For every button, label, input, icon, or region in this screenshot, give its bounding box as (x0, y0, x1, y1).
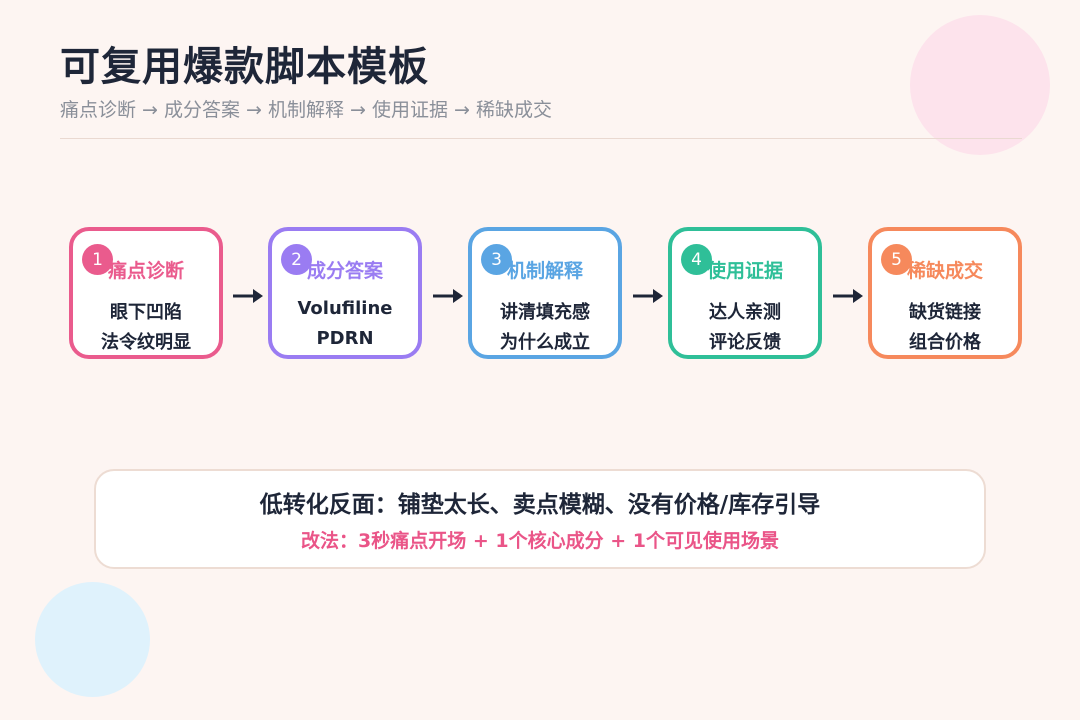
flow-arrow-icon (433, 289, 463, 303)
step-title: 稀缺成交 (906, 260, 983, 282)
page-title: 可复用爆款脚本模板 (60, 44, 429, 90)
step-detail-line-1: 眼下凹陷 (110, 302, 182, 323)
header-divider (60, 138, 1022, 139)
step-number-badge: 4 (681, 244, 712, 275)
step-title: 使用证据 (706, 260, 783, 282)
decorative-circle-blue (35, 582, 150, 697)
step-detail-line-2: 为什么成立 (500, 332, 590, 353)
step-number-badge: 1 (82, 244, 113, 275)
step-number-badge: 5 (881, 244, 912, 275)
step-card-usage-evidence: 4 使用证据 达人亲测 评论反馈 (668, 227, 822, 359)
step-detail-line-2: 法令纹明显 (101, 332, 191, 353)
step-detail-line-1: Volufiline (297, 298, 393, 319)
step-detail-line-1: 达人亲测 (709, 302, 781, 323)
step-detail-line-2: 评论反馈 (709, 332, 781, 353)
step-detail-line-1: 讲清填充感 (500, 302, 590, 323)
flow-arrow-icon (633, 289, 663, 303)
page-subtitle: 痛点诊断 → 成分答案 → 机制解释 → 使用证据 → 稀缺成交 (60, 99, 552, 121)
flow-arrow-icon (833, 289, 863, 303)
step-card-ingredient-answer: 2 成分答案 Volufiline PDRN (268, 227, 422, 359)
step-title: 成分答案 (306, 260, 383, 282)
flow-arrow-icon (233, 289, 263, 303)
step-card-pain-point: 1 痛点诊断 眼下凹陷 法令纹明显 (69, 227, 223, 359)
step-number-badge: 3 (481, 244, 512, 275)
step-title: 机制解释 (506, 260, 583, 282)
step-card-mechanism: 3 机制解释 讲清填充感 为什么成立 (468, 227, 622, 359)
step-detail-line-2: PDRN (316, 328, 374, 349)
step-number-badge: 2 (281, 244, 312, 275)
decorative-circle-pink (910, 15, 1050, 155)
step-card-scarcity-close: 5 稀缺成交 缺货链接 组合价格 (868, 227, 1022, 359)
step-detail-line-1: 缺货链接 (909, 302, 981, 323)
step-detail-line-2: 组合价格 (909, 332, 981, 353)
callout-fix-suggestion: 改法：3秒痛点开场 + 1个核心成分 + 1个可见使用场景 (301, 530, 779, 552)
step-title: 痛点诊断 (107, 260, 184, 282)
callout-negative-example: 低转化反面：铺垫太长、卖点模糊、没有价格/库存引导 (259, 492, 821, 518)
callout-box: 低转化反面：铺垫太长、卖点模糊、没有价格/库存引导 改法：3秒痛点开场 + 1个… (94, 469, 986, 569)
